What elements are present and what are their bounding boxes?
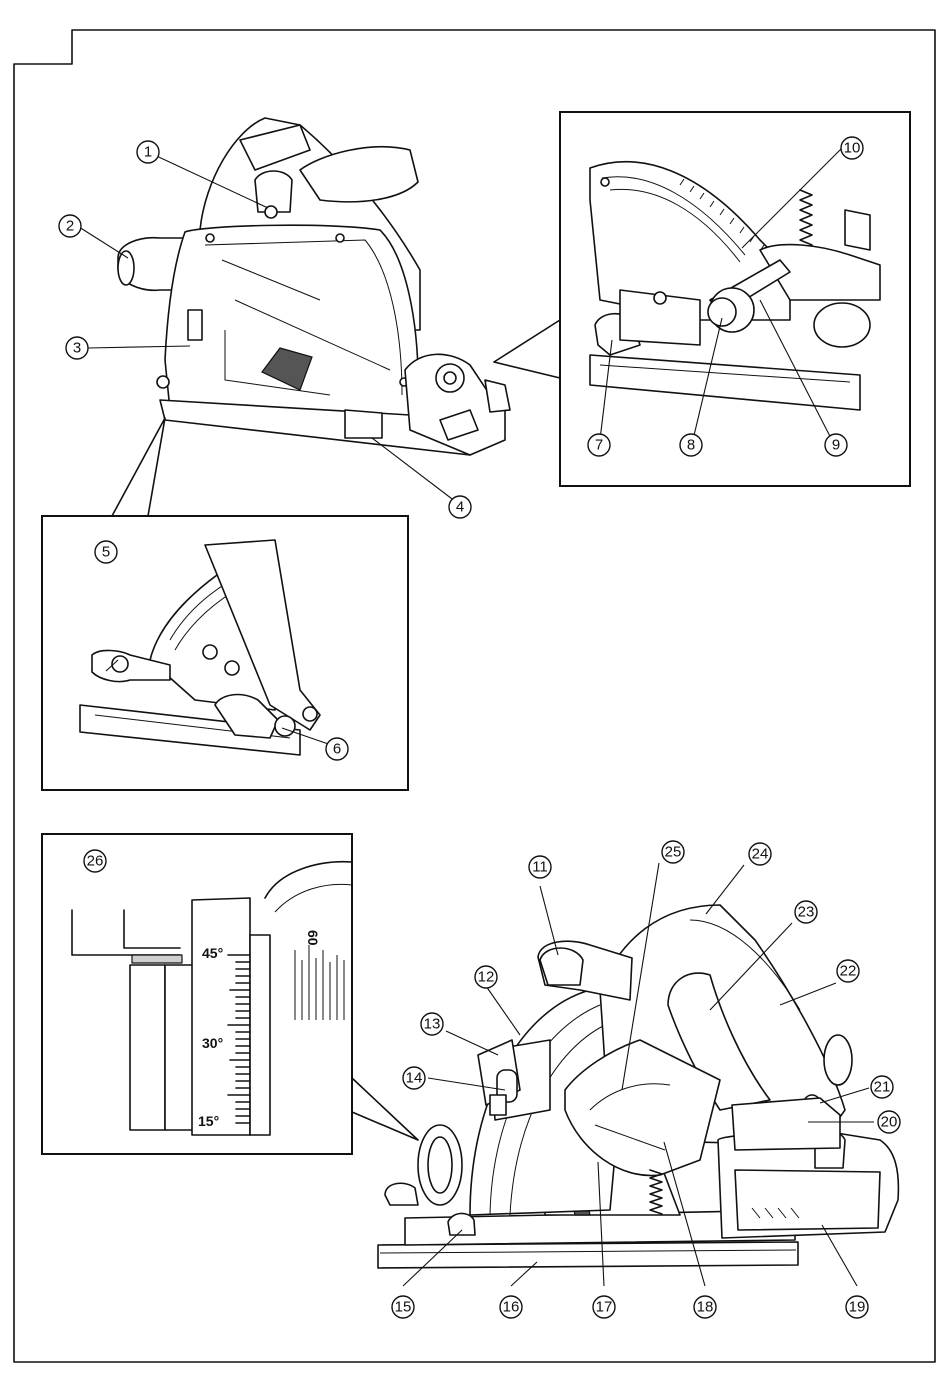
callout-24: 24 [749,843,771,865]
svg-text:26: 26 [87,853,104,870]
svg-text:1: 1 [144,144,152,161]
callout-5: 5 [95,541,117,563]
svg-text:20: 20 [881,1114,898,1131]
callout-11: 11 [529,856,551,878]
svg-text:23: 23 [798,904,815,921]
saw-rear-view [378,905,898,1268]
svg-text:15: 15 [395,1299,412,1316]
svg-text:22: 22 [840,963,857,980]
svg-text:25: 25 [665,844,682,861]
svg-text:4: 4 [456,499,464,516]
saw-side-view [118,118,510,455]
scale-side-mark: 60 [305,930,321,946]
callout-12: 12 [475,966,497,988]
scale-label-30: 30° [202,1035,223,1051]
svg-text:11: 11 [532,859,548,876]
callout-18: 18 [694,1296,716,1318]
svg-text:13: 13 [424,1016,441,1033]
svg-text:18: 18 [697,1299,714,1316]
callout-10: 10 [841,137,863,159]
callout-25: 25 [662,841,684,863]
svg-text:3: 3 [73,340,81,357]
callout-14: 14 [403,1067,425,1089]
svg-text:16: 16 [503,1299,520,1316]
callout-9: 9 [825,434,847,456]
callout-26: 26 [84,850,106,872]
callout-3: 3 [66,337,88,359]
svg-text:12: 12 [478,969,495,986]
svg-text:24: 24 [752,846,769,863]
callout-20: 20 [878,1111,900,1133]
callout-22: 22 [837,960,859,982]
callout-19: 19 [846,1296,868,1318]
svg-text:10: 10 [844,140,861,157]
svg-text:17: 17 [596,1299,613,1316]
svg-text:5: 5 [102,544,110,561]
scale-label-15: 15° [198,1113,219,1129]
svg-text:7: 7 [595,437,603,454]
svg-text:6: 6 [333,741,341,758]
callout-4: 4 [449,496,471,518]
svg-text:9: 9 [832,437,840,454]
callout-16: 16 [500,1296,522,1318]
callout-6: 6 [326,738,348,760]
callout-17: 17 [593,1296,615,1318]
svg-text:2: 2 [66,218,74,235]
callout-23: 23 [795,901,817,923]
svg-text:21: 21 [874,1079,891,1096]
callout-21: 21 [871,1076,893,1098]
callout-13: 13 [421,1013,443,1035]
callout-1: 1 [137,141,159,163]
callout-15: 15 [392,1296,414,1318]
svg-text:14: 14 [406,1070,423,1087]
svg-text:19: 19 [849,1299,866,1316]
callout-8: 8 [680,434,702,456]
svg-text:8: 8 [687,437,695,454]
callout-2: 2 [59,215,81,237]
scale-label-45: 45° [202,945,223,961]
callout-7: 7 [588,434,610,456]
